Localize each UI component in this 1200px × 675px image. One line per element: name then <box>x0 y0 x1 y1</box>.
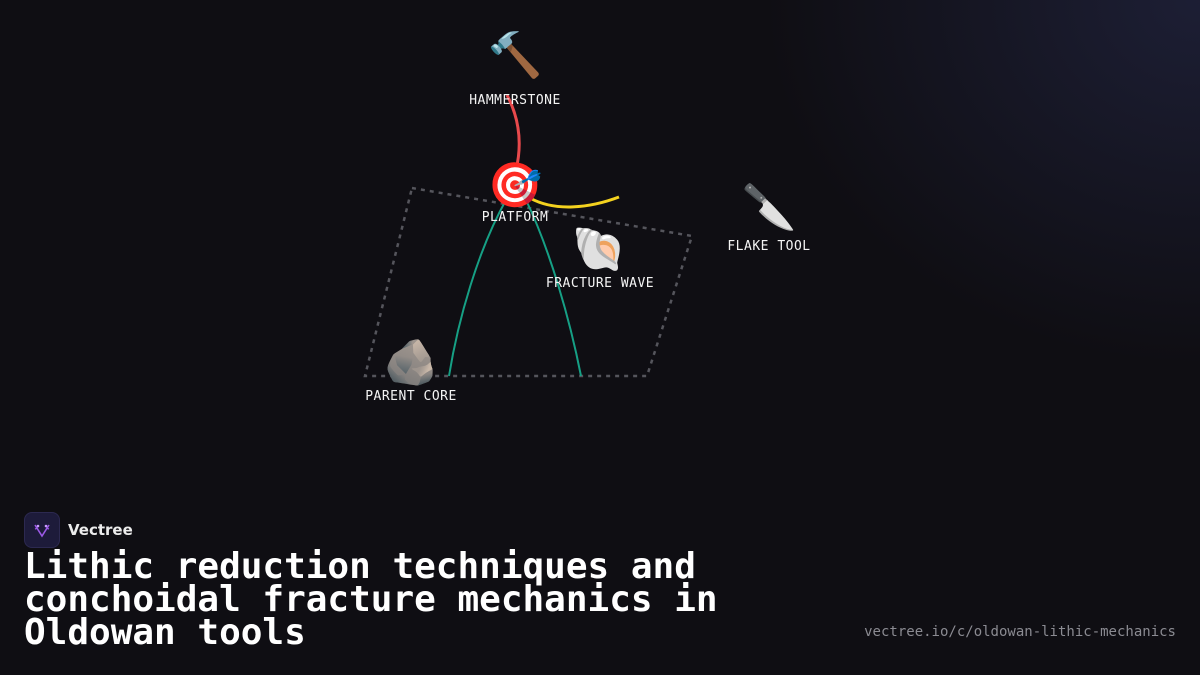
fracture-wave-label: FRACTURE WAVE <box>545 276 655 291</box>
brand-name: Vectree <box>68 521 133 539</box>
platform-label: PLATFORM <box>481 210 549 225</box>
hammer-icon: 🔨 <box>487 30 543 81</box>
flake-tool-label: FLAKE TOOL <box>727 239 811 254</box>
source-url[interactable]: vectree.io/c/oldowan-lithic-mechanics <box>864 624 1176 640</box>
target-icon: 🎯 <box>487 160 543 211</box>
cone-left-path <box>448 199 507 377</box>
core-outline <box>363 186 694 378</box>
ripple-path <box>529 195 620 209</box>
vectree-logo-icon <box>24 512 60 548</box>
strike-path <box>505 94 521 171</box>
parent-core-label: PARENT CORE <box>365 389 457 404</box>
knife-icon: 🔪 <box>741 182 797 233</box>
rock-icon: 🪨 <box>383 337 439 388</box>
page-title: Lithic reduction techniques and conchoid… <box>24 546 718 653</box>
shell-icon: 🐚 <box>571 224 627 275</box>
hammerstone-label: HAMMERSTONE <box>469 93 561 108</box>
cone-right-path <box>525 199 582 377</box>
brand: Vectree <box>24 512 133 548</box>
